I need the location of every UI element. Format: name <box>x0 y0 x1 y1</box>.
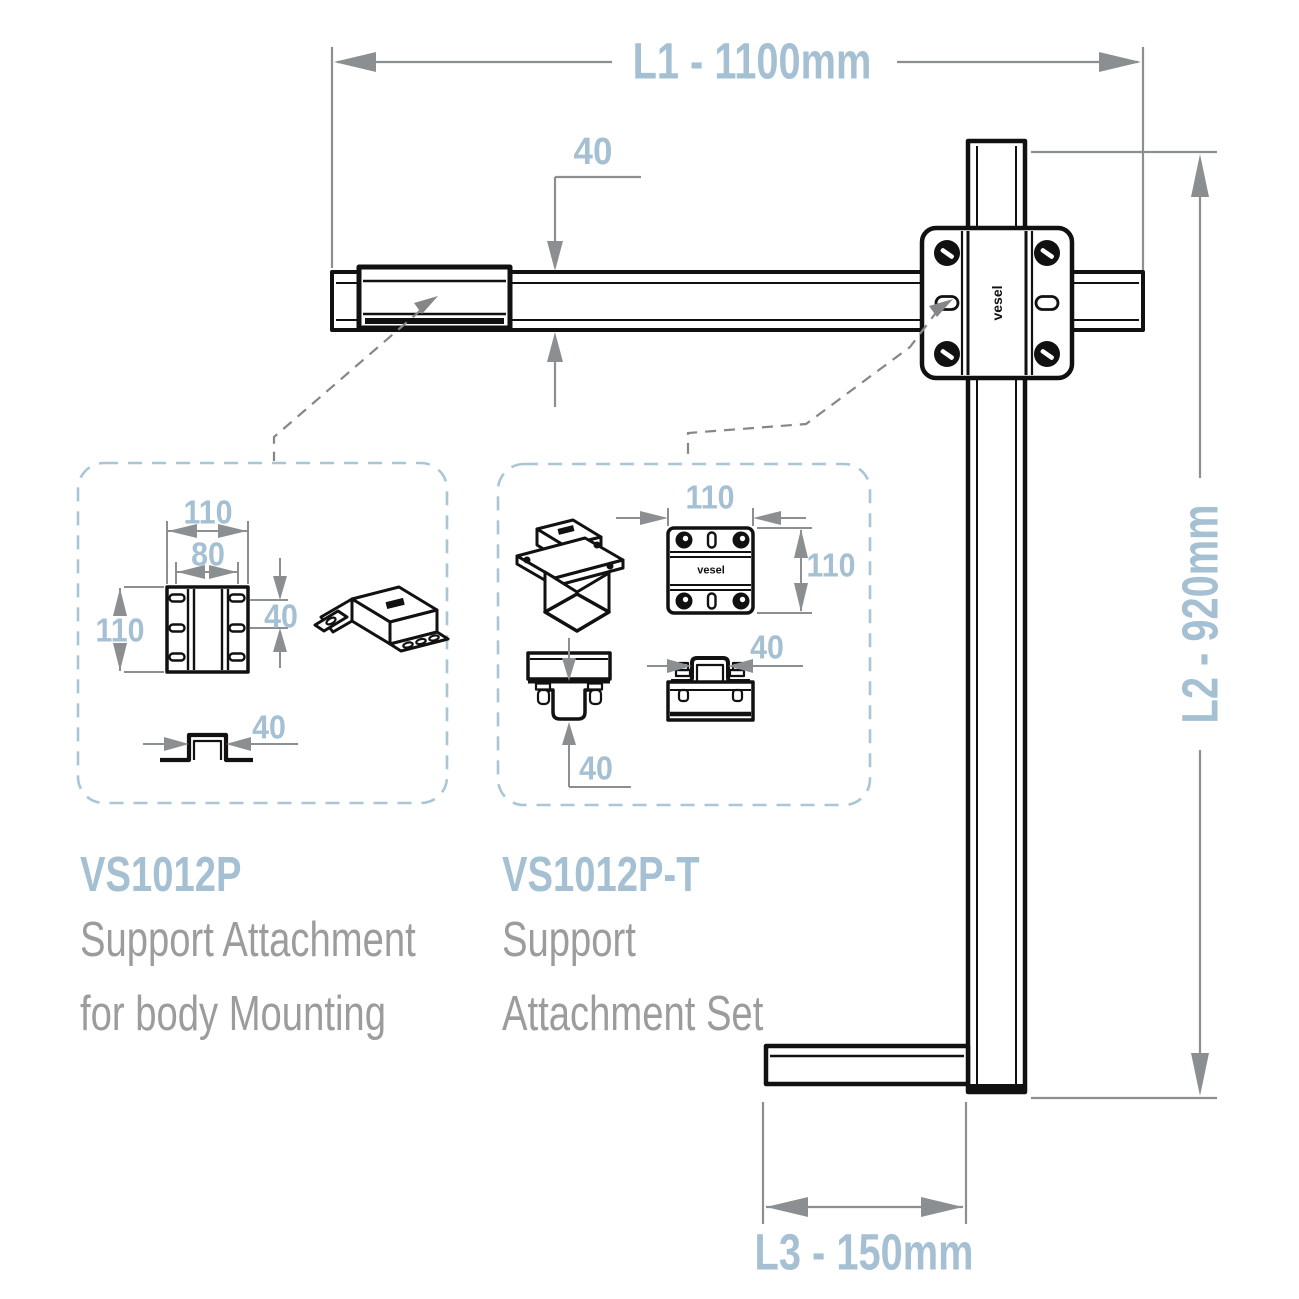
dim-l2 <box>1031 150 1217 1100</box>
vs1012pt-desc-line1: Support <box>502 913 636 967</box>
vs1012p-dim-profile-width: 40 <box>252 708 286 746</box>
dimension-graphics <box>272 47 1217 1224</box>
main-assembly <box>330 138 1145 1095</box>
vs1012p-profile-view <box>160 732 253 763</box>
vs1012pt-dim-channel-depth: 40 <box>579 749 613 787</box>
vs1012pt-dim-channel-width: 40 <box>750 628 784 666</box>
dim-label-l1: L1 - 1100mm <box>632 32 872 90</box>
vs1012p-dim-channel-width: 80 <box>191 535 225 573</box>
vs1012pt-code: VS1012P-T <box>502 848 700 902</box>
dim-label-l2: L2 - 920mm <box>1171 504 1229 724</box>
vs1012pt-plate-front-view <box>666 526 755 615</box>
vs1012p-desc-line1: Support Attachment <box>80 913 416 967</box>
brand-logo-plate: vesel <box>697 564 725 577</box>
detail-box-vs1012p <box>76 461 449 805</box>
dim-label-rail-height: 40 <box>573 131 613 173</box>
bracket-plate <box>919 225 1075 381</box>
detail-box-vs1012pt <box>496 462 872 807</box>
vs1012pt-iso-view <box>515 518 625 633</box>
vs1012p-dim-plate-width: 110 <box>183 493 233 531</box>
dim-l3 <box>761 1102 968 1224</box>
vs1012p-plate-front-view <box>165 585 250 674</box>
vs1012p-views <box>160 585 450 763</box>
leader-lines <box>272 309 939 461</box>
dim-rail-height <box>547 175 641 407</box>
vs1012pt-side-view-right <box>666 656 755 722</box>
vs1012p-desc-line2: for body Mounting <box>80 987 386 1041</box>
brand-logo-bracket: vesel <box>989 285 1005 321</box>
vs1012pt-dimensions <box>562 508 812 788</box>
rail-support-sleeve <box>356 264 513 331</box>
vs1012p-dim-slot-spacing: 40 <box>264 597 298 635</box>
vs1012p-iso-view <box>313 585 450 653</box>
vs1012pt-views <box>515 518 755 722</box>
vs1012pt-desc-line2: Attachment Set <box>502 987 764 1041</box>
vs1012pt-dim-plate-height: 110 <box>806 546 856 584</box>
vs1012p-code: VS1012P <box>80 848 242 902</box>
foot-bar <box>763 1043 971 1087</box>
dim-l1 <box>330 47 1145 270</box>
vs1012p-dimensions <box>113 521 298 751</box>
dim-label-l3: L3 - 150mm <box>754 1223 974 1281</box>
vs1012pt-dim-plate-width: 110 <box>685 478 735 516</box>
vs1012p-dim-plate-height: 110 <box>95 611 145 649</box>
plate-screws <box>934 240 1060 367</box>
leader-arrow-left <box>414 296 438 314</box>
leader-arrow-right <box>929 299 953 317</box>
